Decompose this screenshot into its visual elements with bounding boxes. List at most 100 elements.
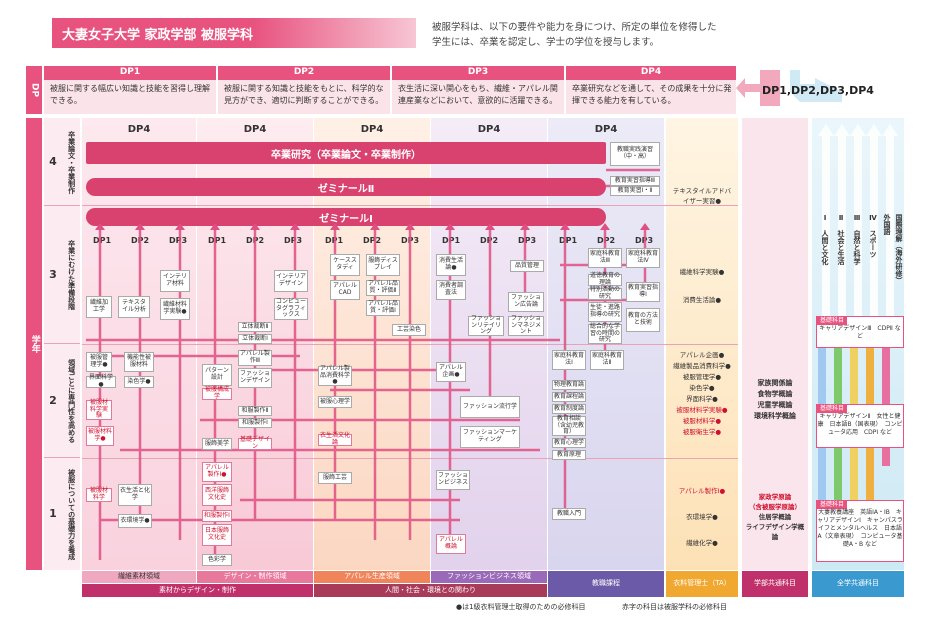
- sub-kyo-dp2: DP2: [596, 235, 616, 245]
- year2-row: 2 領域ごとに専門性を高める: [44, 344, 80, 458]
- dp4-header-1: DP4: [127, 123, 151, 135]
- ta-eisei: 被服衛生学●: [682, 428, 722, 436]
- header-desc-line2: 学生には、卒業を認定し、学士の学位を授与します。: [432, 37, 660, 48]
- sub-seni-dp2: DP2: [130, 235, 150, 245]
- course-rittai-1: 立体裁断Ⅰ: [238, 334, 272, 344]
- course-seihin-shohi: アパレル製品消費科学●: [318, 364, 352, 386]
- area-ta: 衣料管理士（TA）: [666, 571, 738, 597]
- row-sep-2-1: [82, 458, 738, 459]
- seminar1-bar: ゼミナールⅠ: [86, 208, 606, 226]
- sub-kyo-dp3: DP3: [634, 235, 654, 245]
- dp4-text: 卒業研究などを通して、その成果を十分に発揮できる能力を有している。: [572, 84, 732, 105]
- course-marketing: ファッションマーケティング: [460, 426, 520, 448]
- ta-seihin-shohi: 繊維製品消費科学●: [673, 362, 731, 370]
- dp3-title: DP3: [392, 66, 564, 80]
- course-nihon-fukushoku: 日本服飾文化史: [202, 524, 232, 546]
- course-apparel-kikaku: アパレル企画●: [436, 362, 466, 382]
- course-cg: コンピュータグラフィックス: [274, 297, 308, 320]
- gakubu-kazoku: 家族関係論: [757, 379, 793, 387]
- gakubu-list-1: 家政学原論 （含被服学原論） 住居学概論 ライフデザイン学概論: [744, 492, 806, 542]
- course-kyoiku-jisshu: 教育実習Ⅰ・Ⅱ: [610, 186, 660, 196]
- ta-list-1: アパレル製作Ⅰ● 衣環境学● 繊維化学●: [670, 478, 734, 556]
- gakubu-kankyo: 環境科学概論: [754, 412, 796, 420]
- dp4-header-2: DP4: [243, 123, 267, 135]
- group-sozai: 素材からデザイン・制作: [82, 584, 313, 597]
- dp4-title: DP4: [566, 66, 736, 80]
- course-hinshitsu-2: アパレル品質・評価Ⅱ: [366, 280, 400, 296]
- area-design: デザイン・制作領域: [197, 571, 313, 583]
- gakubu-hifuku-genron: （含被服学原論）: [749, 503, 801, 511]
- gakubu-jidou: 児童学概論: [757, 401, 793, 409]
- course-shohisha-chosa: 消費者調査法: [436, 280, 466, 300]
- course-wafuku-1b: 和服製作Ⅰ: [202, 510, 232, 522]
- year2-num: 2: [49, 394, 57, 408]
- header-desc-line1: 被服学科は、以下の要件や能力を身につけ、所定の単位を修得した: [432, 22, 717, 33]
- course-apparel-gairon: アパレル概論: [436, 534, 466, 554]
- sub-bus-dp2: DP2: [479, 235, 499, 245]
- area-apparel: アパレル生産領域: [314, 571, 430, 583]
- course-display: 服飾ディスプレイ: [366, 254, 400, 276]
- dp-section: DP1 被服に関する幅広い知識と技能を習得し理解できる。 DP2 被服に関する知…: [44, 66, 736, 114]
- area-business: ファッションビジネス領域: [431, 571, 547, 583]
- course-textile-advisor: テキスタイルアドバイザー実習●: [672, 187, 732, 205]
- course-seni-jikken: 繊維材料学実験●: [160, 298, 190, 320]
- course-rittai-2: 立体裁断Ⅱ: [238, 322, 272, 332]
- ta-zairyo: 被服材料学●: [682, 417, 722, 425]
- row-sep-3-2: [82, 344, 738, 345]
- dp2-title: DP2: [218, 66, 390, 80]
- course-seni-kagaku-jikken: 繊維科学実験●: [679, 268, 725, 276]
- course-kinousei: 機能性被服材料: [124, 352, 154, 372]
- course-apparel-3: アパレル製作Ⅲ: [238, 350, 272, 366]
- zenkyo-kiso-tag-1: 基礎科目: [817, 501, 848, 509]
- gakubu-shokumotsu: 食物学概論: [757, 390, 793, 398]
- ta-senshoku: 染色学●: [689, 384, 715, 392]
- course-kateika-4: 家庭科教育法Ⅳ: [626, 248, 660, 268]
- course-hifuku-kousei: 被服構成学: [202, 386, 232, 400]
- course-kyoshoku-nyumon: 教職入門: [552, 508, 586, 520]
- course-hifuku-kanri: 被服管理学●: [86, 352, 112, 372]
- area-zenkyo: 全学共通科目: [812, 571, 904, 597]
- sotsuken-bar: 卒業研究（卒業論文・卒業制作）: [86, 142, 606, 164]
- year4-row: 4 卒業論文・卒業制作: [44, 118, 80, 206]
- header-description: 被服学科は、以下の要件や能力を身につけ、所定の単位を修得した 学生には、卒業を認…: [432, 20, 762, 50]
- course-kyoiku-houhou: 教育の方法と技術: [626, 308, 660, 332]
- dp4-header-4: DP4: [477, 123, 501, 135]
- footer-note-2: 赤字の科目は被服学科の必修科目: [622, 603, 727, 611]
- year1-row: 1 被服についての基礎力を養成: [44, 458, 80, 570]
- course-interior-design: インテリアデザイン: [274, 270, 308, 292]
- seminar2-bar: ゼミナールⅡ: [86, 178, 606, 196]
- zenkyo-cols: Ⅰ 人間と文化 Ⅱ 社会と生活 Ⅲ 自然と科学 Ⅳ スポーツ 外国語 国際理解（…: [816, 214, 906, 324]
- dp2-text: 被服に関する知識と技能をもとに、科学的な見方ができ、適切に判断することができる。: [224, 84, 384, 105]
- course-kyoiku-soudan: 教育相談（含幼児教育）: [552, 414, 586, 436]
- sub-kyo-dp1: DP1: [558, 235, 578, 245]
- sub-app-dp2: DP2: [362, 235, 382, 245]
- header-banner: 大妻女子大学 家政学部 被服学科: [52, 18, 416, 48]
- sub-des-dp1: DP1: [207, 235, 227, 245]
- course-kyoiku-seido: 教育制度論: [552, 404, 586, 414]
- course-seni-kakou: 繊維加工学: [86, 296, 112, 318]
- year1-label: 被服についての基礎力を養成: [67, 468, 76, 560]
- year4-label: 卒業論文・卒業制作: [67, 130, 76, 194]
- ta-list-2: アパレル企画● 繊維製品消費科学● 被服管理学● 染色学● 界面科学● 被服材料…: [670, 350, 734, 438]
- zenkyo-kiso-box-1: 基礎科目 大妻教養講座 英語ⅠA・ⅠB キャリアデザインⅠ キャンパスライフとメ…: [816, 500, 904, 562]
- dp1-title: DP1: [44, 66, 216, 80]
- course-senshoku: 染色学●: [124, 376, 154, 388]
- zenkyo-kiso-tag-2: 基礎科目: [817, 405, 848, 413]
- dp1-block: DP1 被服に関する幅広い知識と技能を習得し理解できる。: [44, 66, 216, 114]
- sub-des-dp2: DP2: [245, 235, 265, 245]
- course-fashion-design: ファッションデザイン: [238, 368, 272, 388]
- course-iseikatsu-kagaku: 衣生活と化学: [118, 484, 152, 506]
- dp-label: DP: [26, 66, 42, 114]
- page-title: 大妻女子大学 家政学部 被服学科: [62, 28, 254, 43]
- course-fukushoku-kougei: 服飾工芸: [318, 472, 352, 484]
- area-seni: 繊維素材領域: [82, 571, 196, 583]
- course-kateika-1: 家庭科教育法Ⅰ: [552, 350, 586, 370]
- ta-ikankyo: 衣環境学●: [686, 513, 718, 521]
- year3-num: 3: [49, 268, 57, 282]
- ta-kaimen: 界面科学●: [686, 395, 718, 403]
- ta-apparel-kikaku: アパレル企画●: [679, 351, 725, 359]
- course-fukushoku-bigaku: 服飾美学: [202, 438, 232, 450]
- zenkyo-kiso-box-2: 基礎科目 キャリアデザインⅡ 女性と健康 日本語B（国表現） コンピュータ応用 …: [816, 404, 904, 448]
- dp3-text: 衣生活に深い関心をもち、繊維・アパレル関連産業などにおいて、意欲的に活躍できる。: [398, 84, 558, 105]
- sub-des-dp3: DP3: [283, 235, 303, 245]
